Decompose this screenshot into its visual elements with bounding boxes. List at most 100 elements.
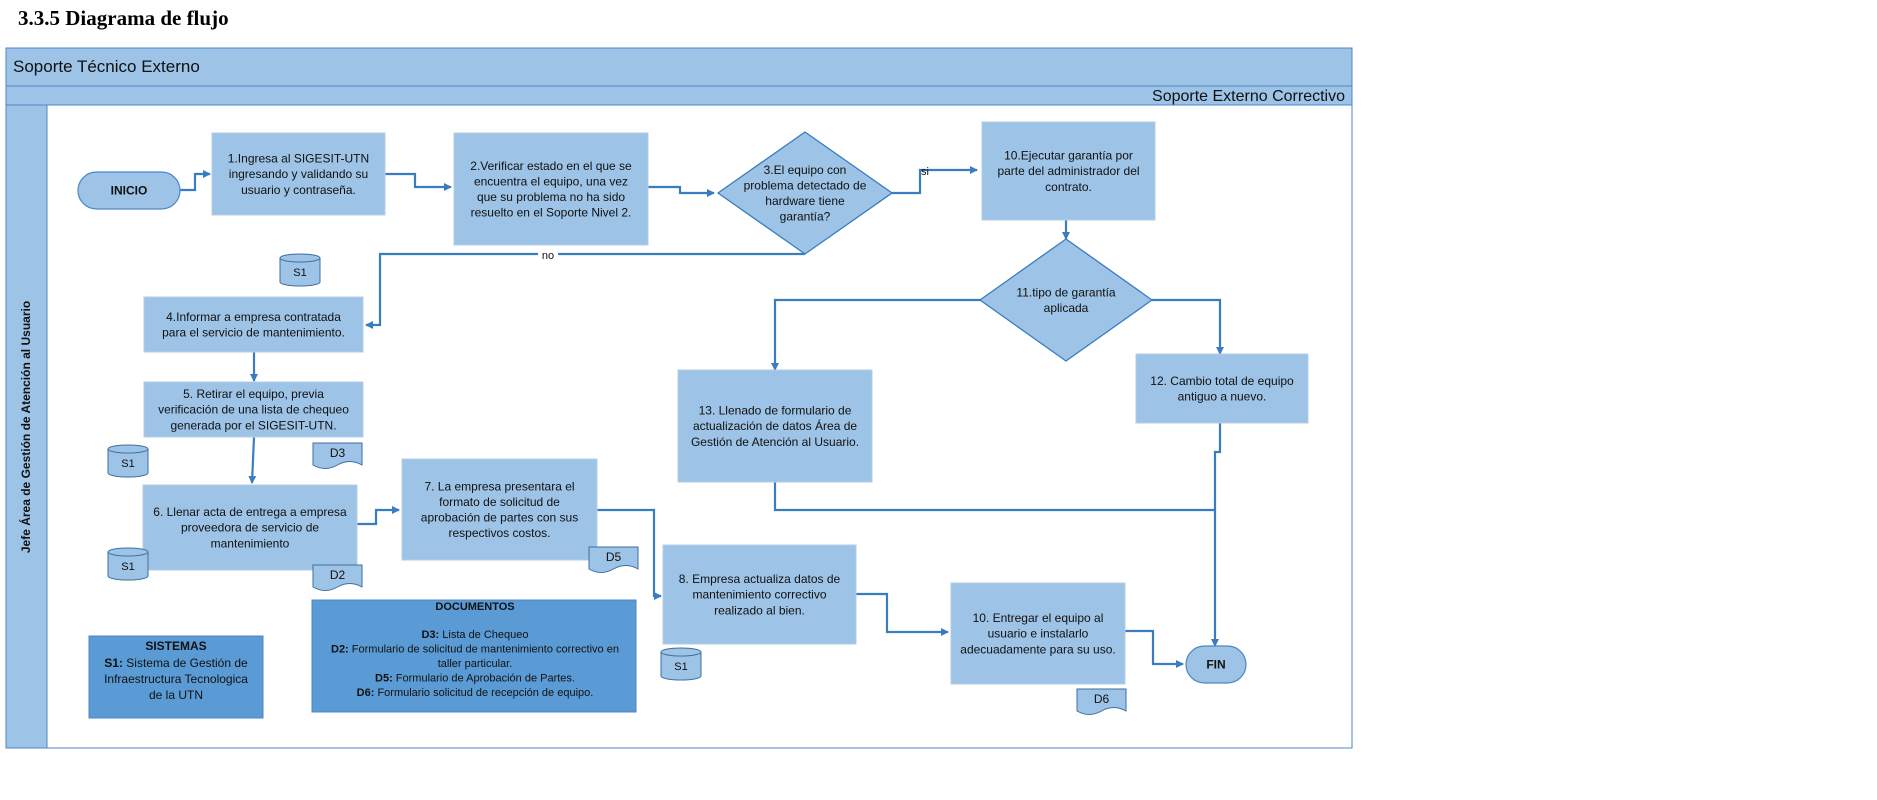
step-box-s5 [143,381,364,438]
legend-line: de la UTN [149,688,203,702]
connector-start-s1 [180,170,211,192]
legend-text: Sistema de Gestión de [123,656,248,670]
database-label: S1 [674,661,687,673]
step-line: hardware tiene [765,194,845,208]
step-line: adecuadamente para su uso. [960,642,1115,656]
step-text-s10b: 10. Entregar el equipo al usuario e insta… [960,611,1115,656]
subprocess-band [5,85,1353,106]
connector-s3-s10a [890,166,978,195]
connector-s11-s13 [771,298,981,371]
legend-text: Formulario solicitud de recepción de equ… [374,687,593,699]
legend-text: Lista de Chequeo [439,629,528,641]
step-line: 1.Ingresa al SIGESIT-UTN [228,152,369,166]
document-label: D3 [330,446,346,460]
step-line: actualización de datos Área de [693,418,857,433]
connector-s5-s6 [248,436,257,484]
branch-no-mask [538,249,558,261]
step-line: para el servicio de mantenimiento. [162,326,345,340]
legend-line: D2: Formulario de solicitud de mantenimi… [331,644,619,656]
legend-text: Formulario de solicitud de mantenimiento… [349,644,619,656]
legend-code: D6: [357,687,375,699]
step-s5: 5. Retirar el equipo, previa verificación… [143,381,364,438]
pool-title: Soporte Técnico Externo [13,57,200,76]
connector-s11-s12 [1152,298,1224,355]
step-line: 13. Llenado de formulario de [699,404,852,418]
step-line: respectivos costos. [448,526,550,540]
step-line: realizado al bien. [714,603,805,617]
legend-line: taller particular. [438,658,513,670]
step-line: generada por el SIGESIT-UTN. [170,418,336,432]
connectors [180,166,1224,668]
step-s10b: 10. Entregar el equipo al usuario e insta… [950,582,1126,685]
step-line: 10. Entregar el equipo al [973,611,1104,625]
decision-s3 [716,131,894,255]
legend-text: Infraestructura Tecnologica [104,672,248,686]
document-icon: D3 [312,442,363,469]
step-line: 11.tipo de garantía [1016,285,1116,299]
document-icon: D2 [312,564,363,591]
step-line: 2.Verificar estado en el que se [470,159,632,173]
step-line: garantía? [780,210,831,224]
step-text-s5: 5. Retirar el equipo, previa verificación… [158,387,349,432]
legend-text: de la UTN [149,688,203,702]
start-terminator: INICIO [77,171,181,210]
connector-s7-s8 [597,508,662,600]
documentos-title: DOCUMENTOS [435,601,514,613]
step-line: formato de solicitud de [439,495,560,509]
step-line: verificación de una lista de chequeo [158,403,349,417]
connector-s8-s10b [856,592,949,636]
decision-s11 [978,238,1154,362]
step-line: 7. La empresa presentara el [424,479,574,493]
lane-band [5,104,48,749]
database-icon: S1 [107,444,149,478]
legend-code: D2: [331,644,349,656]
step-text-s11: 11.tipo de garantía aplicada [1016,285,1116,315]
section-heading: 3.3.5 Diagrama de flujo [18,6,229,30]
step-line: contrato. [1045,180,1092,194]
legend-line: S1: Sistema de Gestión de [104,656,248,670]
step-line: aprobación de partes con sus [421,511,578,525]
step-line: mantenimiento [211,536,290,550]
document-label: D2 [330,568,346,582]
document-label: D6 [1094,692,1110,706]
start-label: INICIO [111,184,148,198]
step-line: usuario e instalarlo [988,627,1089,641]
step-line: usuario y contraseña. [241,183,356,197]
step-line: 5. Retirar el equipo, previa [183,387,324,401]
step-line: aplicada [1044,301,1089,315]
step-line: encuentra el equipo, una vez [474,174,628,188]
step-box-s7 [401,458,598,561]
end-label: FIN [1206,658,1225,672]
sistemas-lines: S1: Sistema de Gestión de Infraestructura… [104,656,248,702]
step-line: 12. Cambio total de equipo [1150,374,1294,388]
database-icon: S1 [279,253,321,287]
step-line: 8. Empresa actualiza datos de [679,572,841,586]
document-icon: D5 [588,546,639,573]
connector-s2-s3 [648,185,715,197]
step-text-s7: 7. La empresa presentara el formato de so… [421,479,578,540]
step-box-s6 [142,484,358,571]
step-line: 4.Informar a empresa contratada [166,310,341,324]
connector-s1-s2 [385,172,452,191]
step-line: que su problema no ha sido [477,190,625,204]
step-line: resuelto en el Soporte Nivel 2. [471,206,632,220]
step-box-s4 [143,296,364,353]
step-line: 6. Llenar acta de entrega a empresa [153,505,347,519]
connector-s3-s4 [365,252,805,329]
legend-code: D5: [375,673,393,685]
